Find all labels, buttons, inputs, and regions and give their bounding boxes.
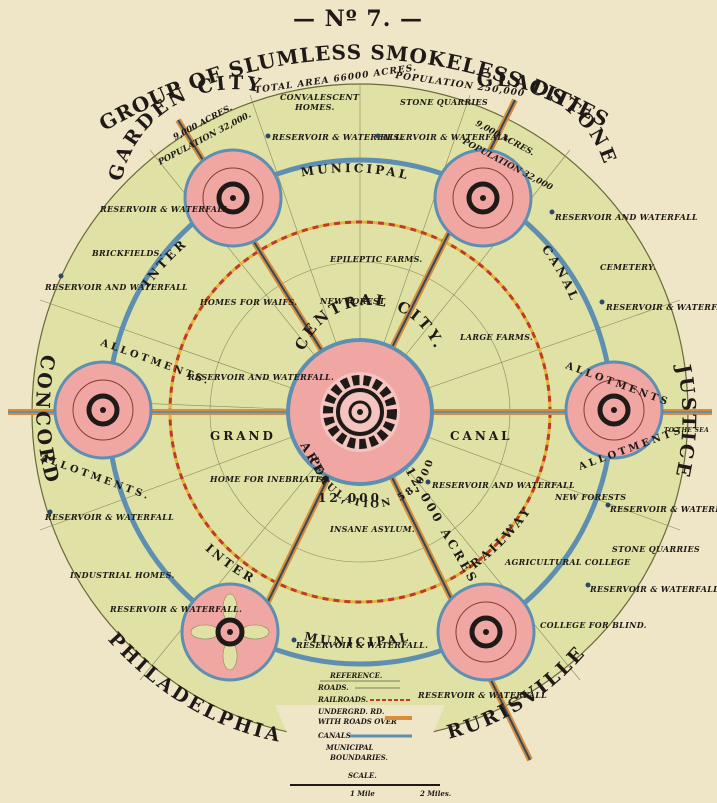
satellite-garden-city	[183, 148, 283, 248]
stone-quarries-right: STONE QUARRIES	[612, 544, 700, 554]
ref-underground: UNDERGRD. RD.	[318, 707, 384, 716]
convalescent-homes: CONVALESCENT	[280, 92, 360, 102]
reservoir-dots	[47, 133, 611, 643]
reservoir-bottom-mid: RESERVOIR & WATERFALL.	[295, 640, 428, 650]
industrial-homes: INDUSTRIAL HOMES.	[69, 570, 175, 580]
new-forest: NEW FOREST	[319, 296, 386, 306]
ref-boundaries: BOUNDARIES.	[329, 753, 388, 762]
canal-center-label: CANAL	[450, 429, 513, 443]
grand-label: GRAND	[210, 429, 276, 443]
stone-quarries-top: STONE QUARRIES	[400, 97, 488, 107]
satellite-philadelphia	[180, 582, 280, 682]
college-for-blind: COLLEGE FOR BLIND.	[540, 620, 647, 630]
reservoir-inner-right: RESERVOIR AND WATERFALL	[431, 480, 575, 490]
ref-canals: CANALS	[318, 731, 351, 740]
home-for-inebriates: HOME FOR INEBRIATES.	[209, 474, 331, 484]
reservoir-bottom-left: RESERVOIR & WATERFALL.	[109, 604, 242, 614]
satellite-concord	[53, 360, 153, 460]
central-city	[286, 338, 434, 486]
ref-railroads: RAILROADS.	[317, 695, 368, 704]
brickfields: BRICKFIELDS.	[91, 248, 162, 258]
large-farms: LARGE FARMS.	[459, 332, 533, 342]
ref-scale: SCALE.	[348, 771, 377, 780]
ref-municipal: MUNICIPAL	[325, 743, 374, 752]
satellite-justice	[564, 360, 664, 460]
municipal-bottom-label: MUNICIPAL	[303, 629, 412, 649]
reservoir-right-top: RESERVOIR AND WATERFALL	[554, 212, 698, 222]
bottom-notch	[275, 705, 445, 799]
ref-roads: ROADS.	[317, 683, 349, 692]
reservoir-left-low: RESERVOIR & WATERFALL	[44, 512, 174, 522]
feature-labels: CONVALESCENT HOMES. STONE QUARRIES RESER…	[44, 92, 717, 700]
satellite-gladstone	[433, 148, 533, 248]
agricultural-college: AGRICULTURAL COLLEGE	[504, 557, 631, 567]
central-area-value: 12,000	[318, 491, 382, 505]
reservoir-bottom-right: RESERVOIR & WATERFALL	[417, 690, 547, 700]
cemetery: CEMETERY.	[600, 262, 656, 272]
new-forests: NEW FORESTS	[554, 492, 626, 502]
homes-for-waifs: HOMES FOR WAIFS.	[199, 297, 297, 307]
reservoir-inner-left: RESERVOIR AND WATERFALL.	[187, 372, 334, 382]
reservoir-top-1: RESERVOIR & WATERFALL.	[271, 132, 404, 142]
insane-asylum: INSANE ASYLUM.	[329, 524, 415, 534]
reservoir-left-top: RESERVOIR & WATERFALL	[99, 204, 229, 214]
ref-one-mile: 1 Mile	[350, 789, 375, 798]
reservoir-left-mid: RESERVOIR AND WATERFALL	[44, 282, 188, 292]
epileptic-farms: EPILEPTIC FARMS.	[329, 254, 422, 264]
ref-with-roads: WITH ROADS OVER	[318, 717, 397, 726]
reservoir-top-2: RESERVOIR & WATERFALL.	[379, 132, 512, 142]
convalescent-homes-2: HOMES.	[294, 102, 335, 112]
ref-heading: REFERENCE.	[329, 671, 382, 680]
satellite-rurisville	[436, 582, 536, 682]
to-the-sea: TO THE SEA	[664, 427, 709, 434]
reservoir-right-mid: RESERVOIR & WATERFALL	[605, 302, 717, 312]
reference-legend: REFERENCE. ROADS. RAILROADS. UNDERGRD. R…	[290, 671, 451, 798]
ref-two-miles: 2 Miles.	[419, 789, 451, 798]
plate-number: — Nº 7. —	[293, 6, 423, 32]
reservoir-right-low-2: RESERVOIR & WATERFALL	[589, 584, 717, 594]
reservoir-right-low: RESERVOIR & WATERFALL	[609, 504, 717, 514]
